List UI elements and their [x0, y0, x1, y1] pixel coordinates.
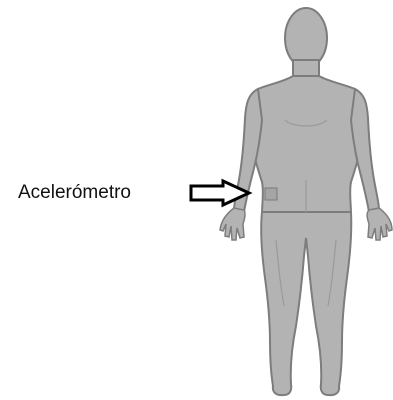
body-right-arm	[351, 89, 379, 212]
body-left-hand	[220, 208, 245, 240]
accelerometer-label: Acelerómetro	[18, 180, 131, 206]
human-body-silhouette	[220, 8, 392, 395]
body-right-hand	[367, 208, 392, 240]
body-legs	[261, 212, 351, 395]
accelerometer-sensor	[265, 188, 277, 200]
